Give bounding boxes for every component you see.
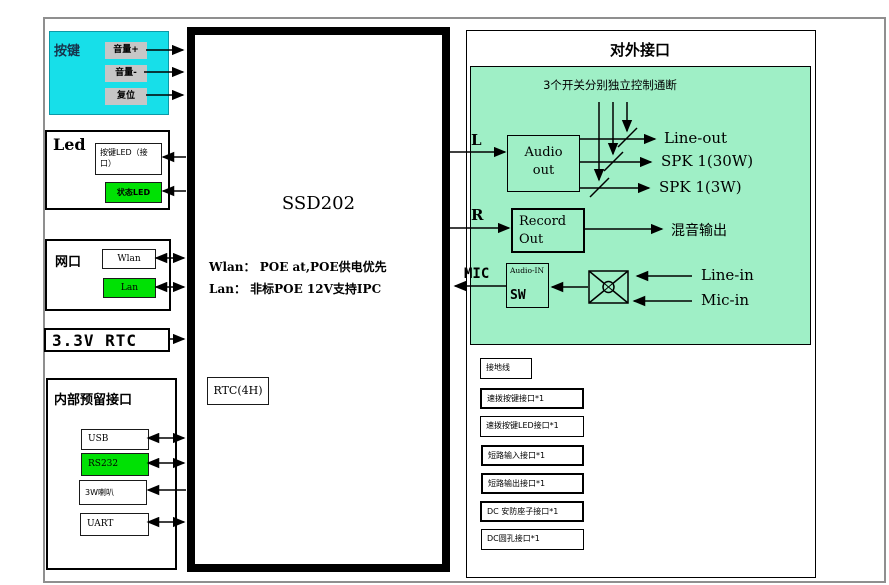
status-led-box: 状态LED [105,182,162,203]
soc-note-lan: Lan： 非标POE 12V支持IPC [209,282,382,296]
page-frame [43,17,886,583]
keys-panel: 按键 音量+ 音量- 复位 [49,31,169,115]
channel-r-label: R [471,206,484,224]
audio-in-label: Audio-IN [510,266,545,275]
soc-note-wlan: Wlan： POE at,POE供电优先 [209,260,387,274]
led-panel: Led 按键LED（接口） 状态LED [45,130,170,210]
line-out-label: Line-out [664,129,728,147]
uart-box: UART [80,513,149,536]
volume-down-button: 音量- [105,65,147,82]
soc-box: SSD202 Wlan： POE at,POE供电优先 Lan： 非标POE 1… [187,27,450,572]
short-output-port-box: 短路输出接口*1 [481,473,584,494]
keys-panel-label: 按键 [54,44,81,59]
dc-jack-port-box: DC圆孔接口*1 [481,529,584,550]
speaker-3w-box: 3W喇叭 [79,480,147,505]
switch-note: 3个开关分别独立控制通断 [543,78,677,92]
button-led-box: 按键LED（接口） [95,143,162,175]
mic-in-label: Mic-in [701,291,750,309]
spk-30w-label: SPK 1(30W) [661,152,754,170]
soc-rtc-box: RTC(4H) [207,377,269,405]
dc-security-port-box: DC 安防座子接口*1 [480,501,584,522]
sw-label: SW [510,288,526,303]
ground-wire-box: 接地线 [480,358,532,379]
power-rtc-box: 3.3V RTC [44,328,170,352]
channel-l-label: L [471,131,482,149]
internal-panel: 内部预留接口 USB RS232 3W喇叭 UART [46,378,177,570]
external-panel-title: 对外接口 [609,41,670,59]
volume-up-button: 音量+ [105,42,147,59]
record-out-box: Record Out [511,208,585,253]
spk-3w-label: SPK 1(3W) [659,178,742,196]
short-input-port-box: 短路输入接口*1 [481,445,584,466]
line-in-label: Line-in [701,266,754,284]
led-panel-label: Led [53,135,86,154]
lan-box: Lan [103,278,156,298]
rs232-box: RS232 [81,453,149,476]
network-panel: 网口 Wlan Lan [45,239,171,311]
wlan-box: Wlan [102,249,156,269]
usb-box: USB [81,429,149,450]
quickdial-button-port-box: 速拨按键接口*1 [480,388,584,409]
audio-out-box: Audio out [507,135,580,192]
mix-output-label: 混音输出 [671,223,727,239]
channel-mic-label: MIC [464,266,490,282]
reset-button: 复位 [105,88,147,105]
internal-panel-label: 内部预留接口 [54,393,133,408]
power-rtc-label: 3.3V RTC [52,331,138,350]
network-panel-label: 网口 [55,255,82,270]
audio-in-sw-box: Audio-IN SW [506,263,549,308]
quickdial-led-port-box: 速拨按键LED接口*1 [480,416,584,437]
soc-title: SSD202 [281,193,356,214]
